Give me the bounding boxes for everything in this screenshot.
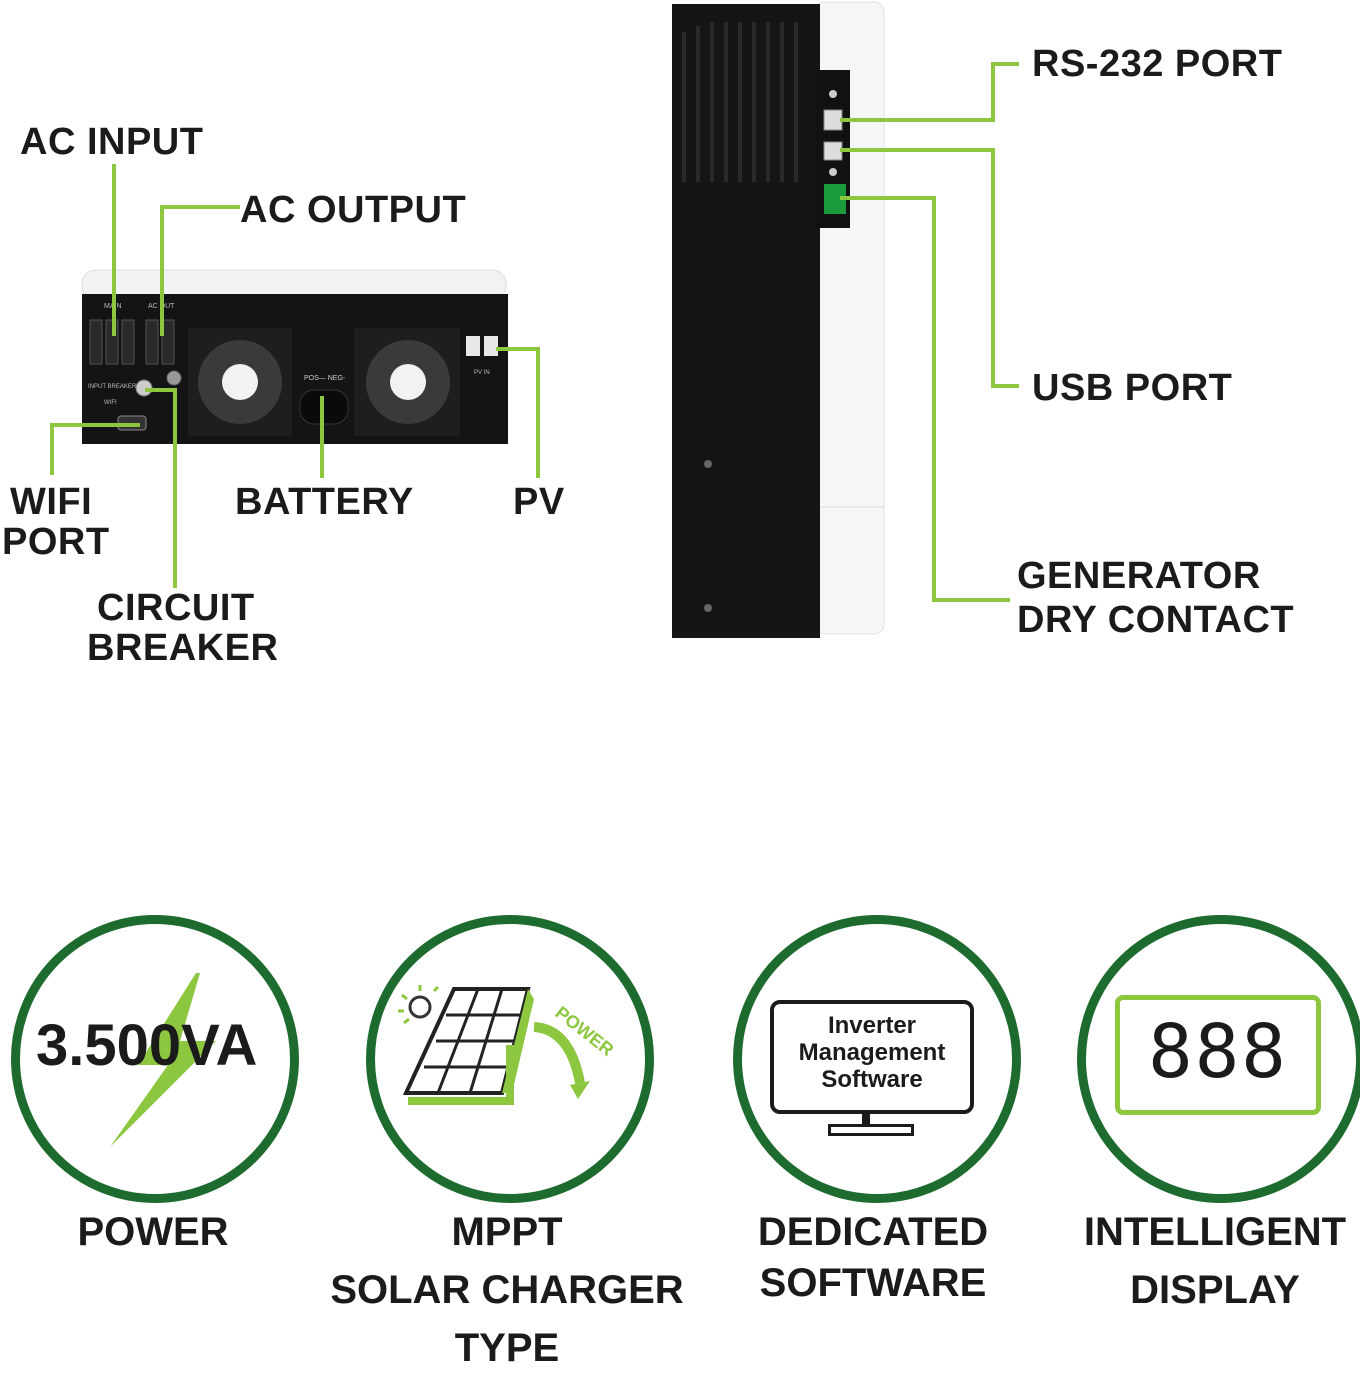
inverter-bottom-panel-image: MAIN AC OUT INPUT BREAKER WIFI POS— NEG-…: [81, 269, 508, 444]
monitor-icon: [770, 1000, 974, 1114]
monitor-screen-text-line3: Software: [821, 1066, 923, 1093]
circuit-breaker-label-line1: CIRCUIT: [97, 587, 255, 629]
mppt-caption-line2: SOLAR CHARGER: [330, 1268, 684, 1312]
power-value: 3.500VA: [36, 1013, 258, 1078]
generator-line-v: [932, 196, 936, 602]
svg-text:WIFI: WIFI: [104, 400, 117, 406]
circuit-breaker-label-line2: BREAKER: [87, 627, 279, 669]
display-caption-line2: DISPLAY: [1130, 1268, 1300, 1312]
usb-line-h2: [991, 384, 1019, 388]
breaker-line-h: [145, 388, 177, 392]
battery-line: [320, 396, 324, 478]
mppt-caption-line3: TYPE: [454, 1326, 560, 1370]
monitor-screen-text-line2: Management: [798, 1039, 946, 1066]
generator-label-line2: DRY CONTACT: [1017, 599, 1295, 641]
generator-line-h2: [932, 598, 1010, 602]
usb-port-label: USB PORT: [1032, 367, 1233, 409]
software-caption-line1: DEDICATED: [757, 1210, 989, 1254]
mppt-caption-line1: MPPT: [451, 1210, 563, 1254]
pv-line-h: [496, 347, 540, 351]
wifi-port-label-line1: WIFI: [10, 481, 93, 523]
wifi-line-h: [50, 423, 140, 427]
usb-line-v: [991, 148, 995, 388]
solar-panel-icon: POWER: [398, 985, 617, 1105]
svg-text:INPUT BREAKER: INPUT BREAKER: [88, 384, 137, 390]
software-caption-line2: SOFTWARE: [759, 1261, 987, 1305]
inverter-side-panel-image: [672, 1, 885, 638]
monitor-stand: [862, 1113, 870, 1127]
ac-output-line-h: [160, 205, 240, 209]
ac-input-line: [112, 164, 116, 336]
rs232-line-h2: [991, 62, 1019, 66]
breaker-line-v: [173, 388, 177, 588]
generator-line-h1: [840, 196, 936, 200]
generator-label-line1: GENERATOR: [1017, 555, 1261, 597]
ac-input-label: AC INPUT: [20, 121, 204, 163]
rs232-line-v: [991, 62, 995, 122]
ac-output-line-v: [160, 205, 164, 336]
lightning-bolt-icon: [110, 973, 216, 1147]
wifi-port-label-line2: PORT: [2, 521, 110, 563]
inverter-bottom-view: MAIN AC OUT INPUT BREAKER WIFI POS— NEG-…: [80, 269, 508, 446]
wifi-line-v: [50, 423, 54, 475]
display-digits: 888: [1148, 1009, 1288, 1095]
svg-text:POS— NEG-: POS— NEG-: [304, 375, 346, 382]
power-caption: POWER: [77, 1210, 229, 1254]
svg-text:PV IN: PV IN: [474, 370, 490, 376]
svg-text:POWER: POWER: [552, 1002, 618, 1060]
monitor-screen-text-line1: Inverter: [827, 1012, 917, 1039]
inverter-side-view: [664, 1, 888, 642]
pv-label: PV: [513, 481, 565, 523]
rs232-port-label: RS-232 PORT: [1032, 43, 1283, 85]
rs232-line-h1: [840, 118, 995, 122]
usb-line-h1: [840, 148, 995, 152]
ac-output-label: AC OUTPUT: [240, 189, 467, 231]
battery-label: BATTERY: [235, 481, 414, 523]
monitor-base: [828, 1124, 914, 1136]
display-caption-line1: INTELLIGENT: [1083, 1210, 1347, 1254]
digital-display-icon: [1115, 995, 1321, 1115]
pv-line-v: [536, 347, 540, 478]
